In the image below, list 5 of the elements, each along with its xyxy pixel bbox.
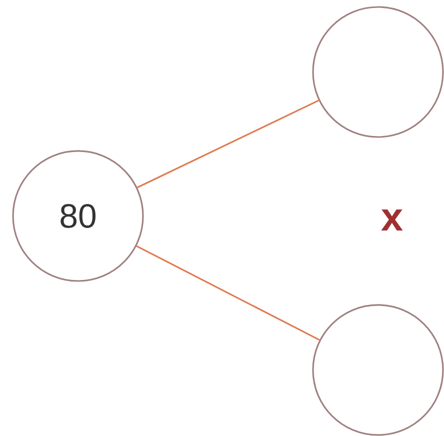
- multiplication-sign: x: [381, 209, 403, 231]
- empty-circle: [312, 304, 444, 436]
- connector-line: [136, 245, 320, 341]
- empty-circle: [312, 6, 444, 138]
- connector-line: [136, 100, 320, 188]
